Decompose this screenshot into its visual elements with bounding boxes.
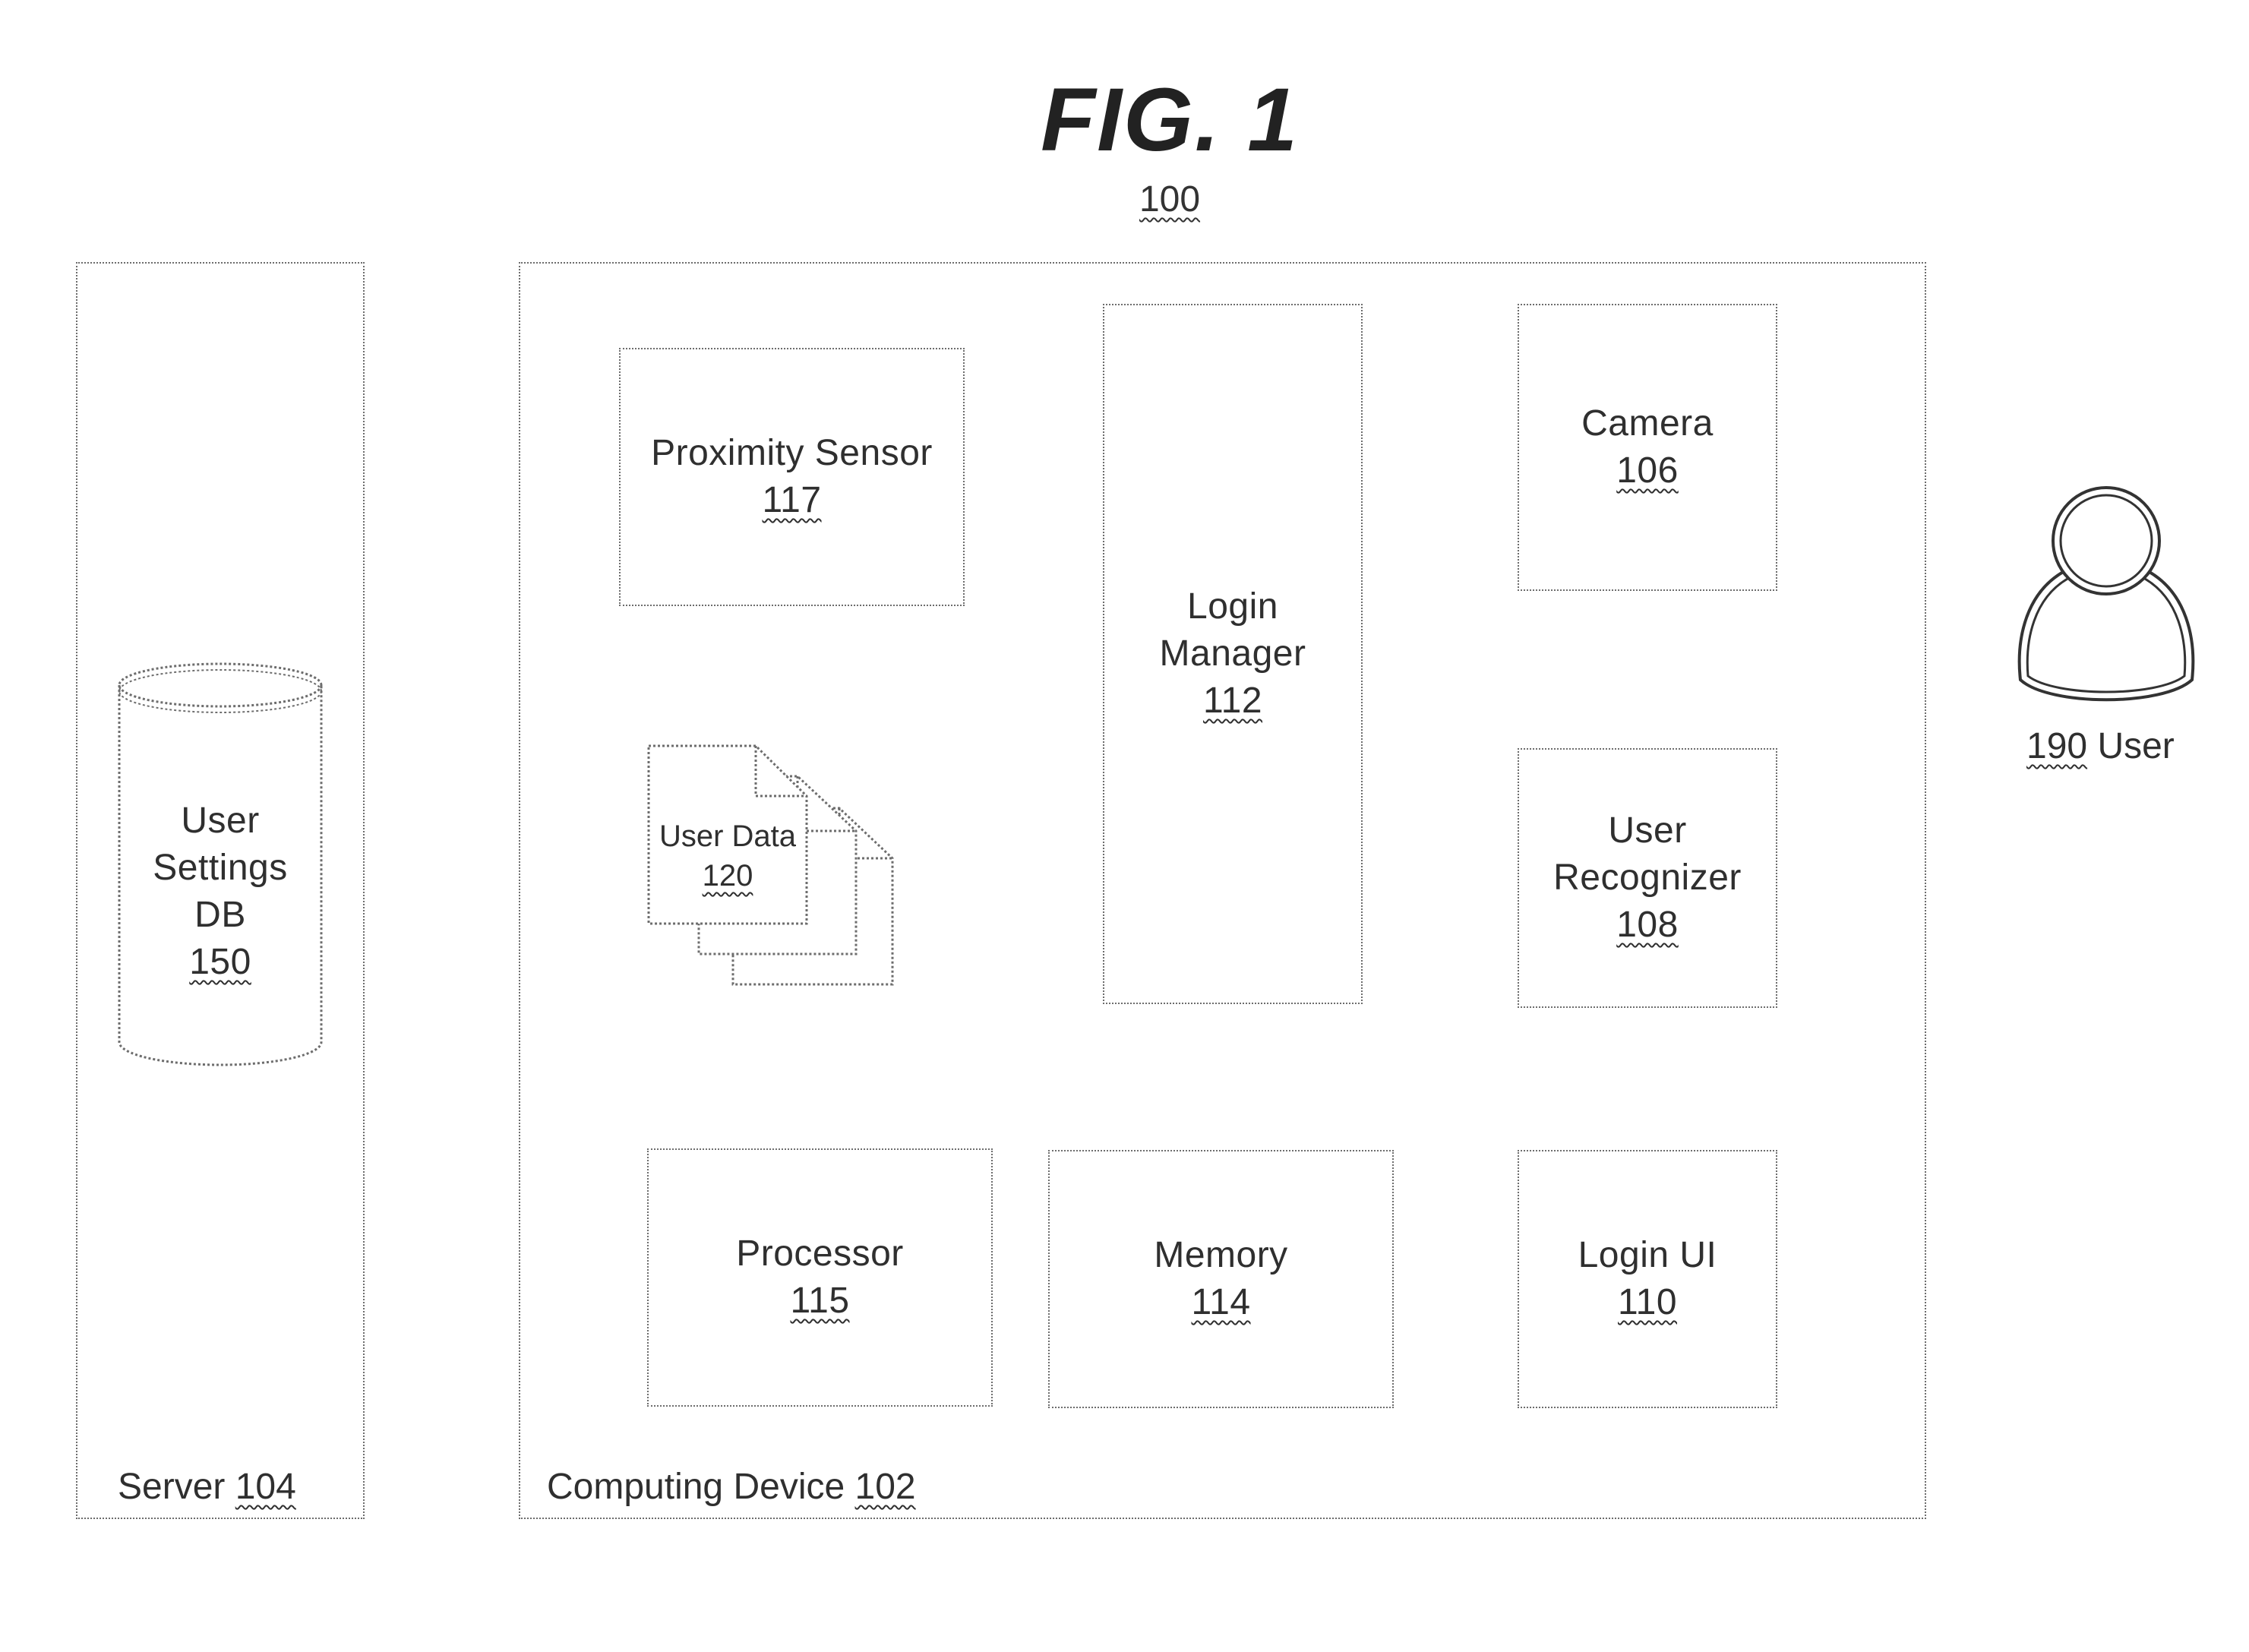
- user-data-label: User Data: [659, 817, 796, 856]
- user-label: 190 User: [2026, 725, 2175, 767]
- camera-label: Camera: [1581, 400, 1714, 447]
- user-label-text: User: [2097, 726, 2174, 766]
- db-line-2: Settings: [153, 845, 287, 892]
- memory-ref: 114: [1191, 1279, 1250, 1326]
- login-ui-label: Login UI: [1578, 1232, 1717, 1279]
- figure-number: 100: [1132, 178, 1208, 220]
- user-recognizer-box: User Recognizer 108: [1518, 748, 1777, 1008]
- processor-label: Processor: [736, 1230, 904, 1278]
- server-ref: 104: [235, 1467, 296, 1507]
- login-manager-line-2: Manager: [1160, 630, 1306, 678]
- computing-device-ref: 102: [855, 1467, 916, 1507]
- db-ref: 150: [189, 939, 251, 986]
- camera-ref: 106: [1616, 447, 1679, 494]
- computing-device-label: Computing Device 102: [547, 1466, 916, 1508]
- user-recognizer-ref: 108: [1616, 902, 1679, 949]
- memory-box: Memory 114: [1048, 1150, 1394, 1408]
- db-line-3: DB: [194, 892, 246, 939]
- user-recognizer-line-1: User: [1608, 807, 1686, 854]
- memory-label: Memory: [1154, 1232, 1287, 1279]
- processor-ref: 115: [790, 1278, 849, 1325]
- proximity-sensor-label: Proximity Sensor: [651, 430, 933, 477]
- camera-box: Camera 106: [1518, 304, 1777, 591]
- server-label: Server 104: [118, 1466, 296, 1508]
- proximity-sensor-ref: 117: [762, 477, 821, 524]
- user-recognizer-line-2: Recognizer: [1553, 854, 1742, 902]
- login-manager-ref: 112: [1203, 678, 1262, 725]
- login-ui-ref: 110: [1618, 1279, 1677, 1326]
- processor-box: Processor 115: [647, 1148, 993, 1407]
- figure-title: FIG. 1: [0, 68, 2249, 172]
- db-line-1: User: [181, 798, 259, 845]
- user-ref: 190: [2026, 726, 2087, 766]
- computing-device-label-text: Computing Device: [547, 1467, 845, 1507]
- login-manager-line-1: Login: [1187, 583, 1278, 630]
- login-manager-label-group: Login Manager 112: [1103, 583, 1363, 725]
- user-data-ref: 120: [703, 856, 753, 895]
- user-settings-db: User Settings DB 150: [118, 798, 323, 986]
- user-data-label-group: User Data 120: [646, 817, 810, 895]
- proximity-sensor-box: Proximity Sensor 117: [619, 348, 965, 606]
- person-icon: [2011, 486, 2201, 722]
- server-label-text: Server: [118, 1467, 225, 1507]
- login-ui-box: Login UI 110: [1518, 1150, 1777, 1408]
